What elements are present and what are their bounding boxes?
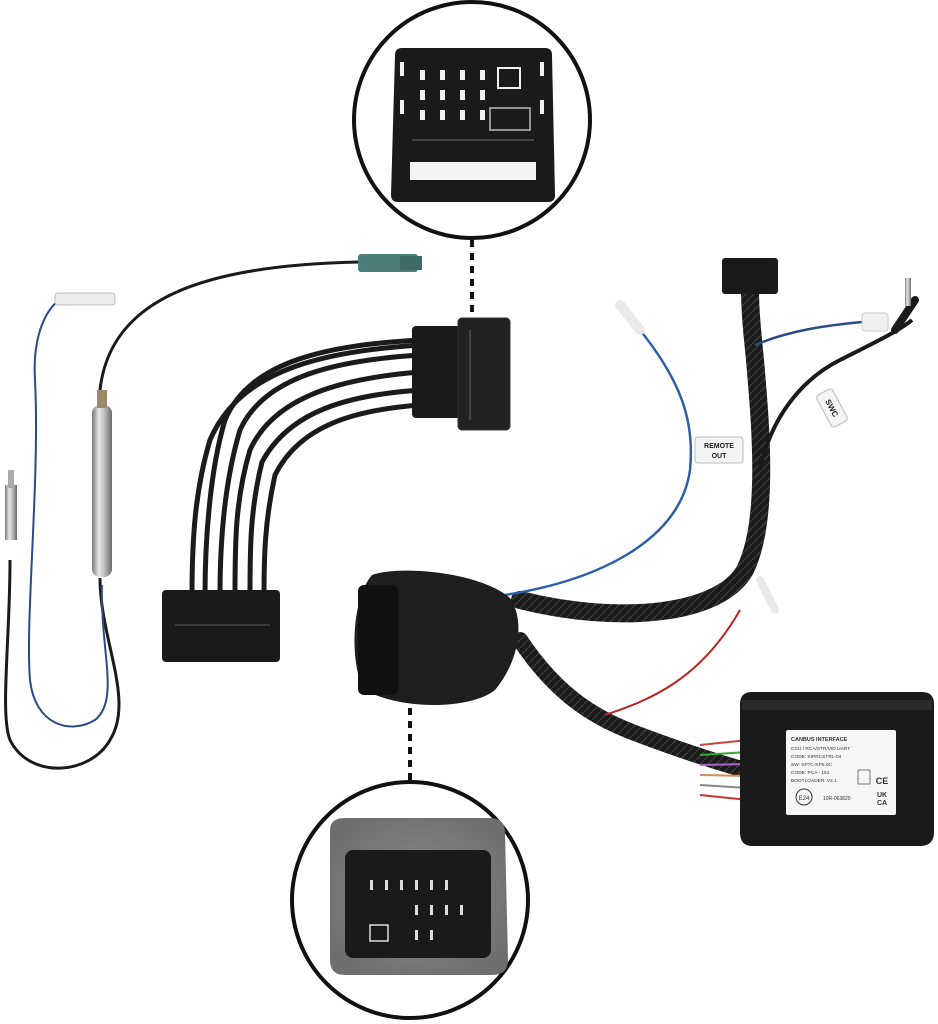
interface-line1: CCU / RCA/STR/VID UART [791, 746, 850, 752]
antenna-adapter [4, 254, 422, 770]
white-plug-connector [861, 312, 889, 332]
bottom-connector-closeup [290, 780, 530, 1020]
top-connector-closeup [352, 0, 592, 240]
connector-face [345, 850, 491, 958]
jack-plug [905, 278, 911, 306]
ground-ring-terminal [54, 292, 116, 306]
ce-mark: CE [876, 776, 889, 786]
main-harness: REMOTE OUT SWC [504, 258, 919, 801]
remote-out-label-line2: OUT [712, 453, 728, 460]
interface-title: CANBUS INTERFACE [791, 737, 848, 743]
quadlock-pins [400, 62, 544, 131]
iso-harness [162, 317, 511, 662]
antenna-amplifier [92, 405, 112, 577]
din-antenna-plug [5, 485, 17, 540]
remote-out-terminal [615, 300, 645, 335]
swc-tag: SWC [816, 388, 848, 428]
interface-line3: SW: SP7C-KP5.0C [791, 762, 833, 768]
weee-bin-icon [857, 769, 871, 785]
e-mark-circle [795, 788, 813, 806]
remote-out-tag [694, 436, 744, 464]
interface-line5: BOOTLOADER: V2.1 [791, 778, 837, 784]
ukca-mark-line1: UK [877, 792, 887, 799]
quadlock-key-slot [410, 162, 536, 180]
iso-connector-top [412, 326, 472, 418]
ukca-mark-line2: CA [877, 800, 887, 807]
e-mark: E24 [799, 796, 810, 802]
canbus-interface-box: CANBUS INTERFACE CCU / RCA/STR/VID UART … [740, 692, 934, 846]
connector-pins [369, 880, 463, 942]
interface-line2: CODE: KIPRCSTRL-04 [791, 754, 842, 760]
approval-number: 10R-063820 [823, 796, 851, 802]
interface-label-sticker [786, 730, 896, 815]
harness-connector-top [722, 258, 778, 294]
remote-out-label-line1: REMOTE [704, 443, 734, 450]
interface-line4: CODE: PCA - 151 [791, 770, 830, 776]
